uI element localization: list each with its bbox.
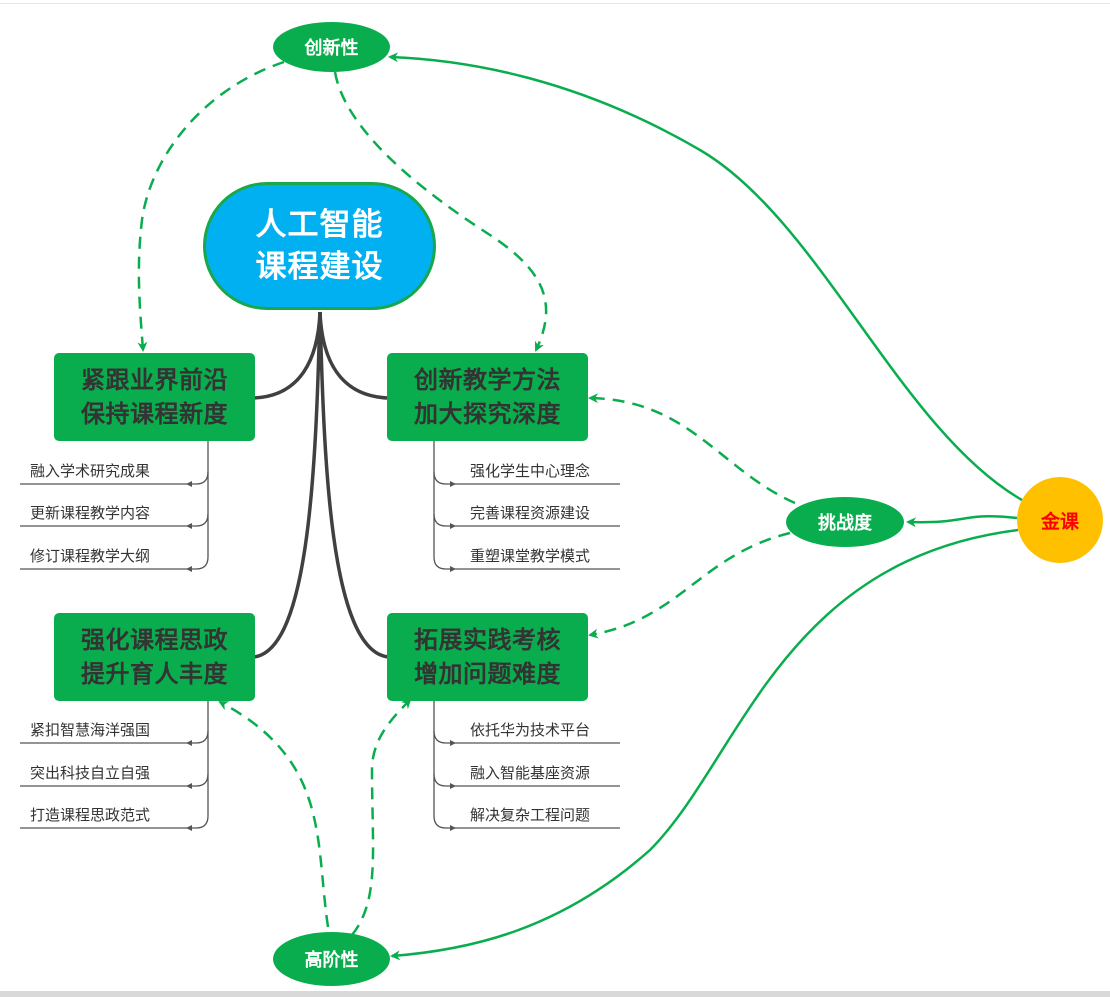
gold-to-challenge	[906, 515, 1018, 528]
sub-branch-arrows	[186, 481, 456, 831]
subtopic-item[interactable]: 融入学术研究成果	[30, 462, 151, 480]
topic-ideology[interactable]: 强化课程思政 提升育人丰度	[54, 613, 255, 701]
branch-to-topic-4	[318, 311, 389, 659]
innovation-node[interactable]: 创新性	[273, 22, 390, 72]
subtopic-item[interactable]: 打造课程思政范式	[30, 806, 151, 824]
topic-line2: 增加问题难度	[414, 660, 561, 688]
central-topic-line2: 课程建设	[255, 249, 384, 285]
topic-line2: 提升育人丰度	[81, 660, 228, 688]
innovation-to-topic-1	[137, 60, 285, 352]
higher-order-node[interactable]: 高阶性	[273, 932, 390, 986]
topic-frontier[interactable]: 紧跟业界前沿 保持课程新度	[54, 353, 255, 441]
challenge-to-topic-3-4	[588, 531, 791, 639]
topic-line2: 保持课程新度	[81, 400, 228, 428]
subtopic-item[interactable]: 强化学生中心理念	[470, 462, 591, 480]
subtopic-item[interactable]: 融入智能基座资源	[470, 764, 591, 782]
subtopic-item[interactable]: 修订课程教学大纲	[30, 547, 151, 565]
central-topic-line1: 人工智能	[255, 207, 384, 243]
branch-to-topic-1	[253, 311, 322, 400]
subtopic-item[interactable]: 完善课程资源建设	[470, 504, 591, 522]
main-branches	[253, 311, 389, 659]
branch-to-topic-2	[318, 311, 389, 400]
subtopic-item[interactable]: 更新课程教学内容	[30, 504, 151, 522]
top-border	[0, 3, 1110, 4]
topic-teaching-method[interactable]: 创新教学方法 加大探究深度	[387, 353, 588, 441]
subtopic-item[interactable]: 重塑课堂教学模式	[470, 547, 591, 565]
challenge-node[interactable]: 挑战度	[786, 497, 904, 547]
higher-order-to-topic-3	[218, 700, 330, 928]
subtopic-item[interactable]: 解决复杂工程问题	[470, 806, 591, 824]
dashed-links	[137, 60, 796, 936]
subtopic-item[interactable]: 依托华为技术平台	[470, 721, 591, 739]
topic-practice[interactable]: 拓展实践考核 增加问题难度	[387, 613, 588, 701]
branch-to-topic-3	[253, 311, 322, 659]
subtopic-item[interactable]: 突出科技自立自强	[30, 764, 151, 782]
central-topic[interactable]: 人工智能 课程建设	[203, 182, 436, 310]
bottom-bar	[0, 991, 1110, 997]
topic-line1: 强化课程思政	[81, 626, 228, 654]
higher-order-to-topic-4	[351, 698, 412, 936]
gold-course-node[interactable]: 金课	[1017, 477, 1103, 563]
challenge-to-topic-2	[588, 393, 796, 505]
topic-line1: 创新教学方法	[414, 366, 561, 394]
subtopic-item[interactable]: 紧扣智慧海洋强国	[30, 721, 151, 739]
gold-to-innovation	[388, 52, 1023, 502]
sub-branches	[20, 441, 620, 829]
innovation-to-topic-2	[333, 71, 548, 352]
topic-line1: 紧跟业界前沿	[81, 366, 228, 394]
gold-to-higher-order	[390, 528, 1019, 961]
topic-line1: 拓展实践考核	[414, 626, 561, 654]
solid-links	[388, 52, 1023, 961]
topic-line2: 加大探究深度	[414, 400, 561, 428]
